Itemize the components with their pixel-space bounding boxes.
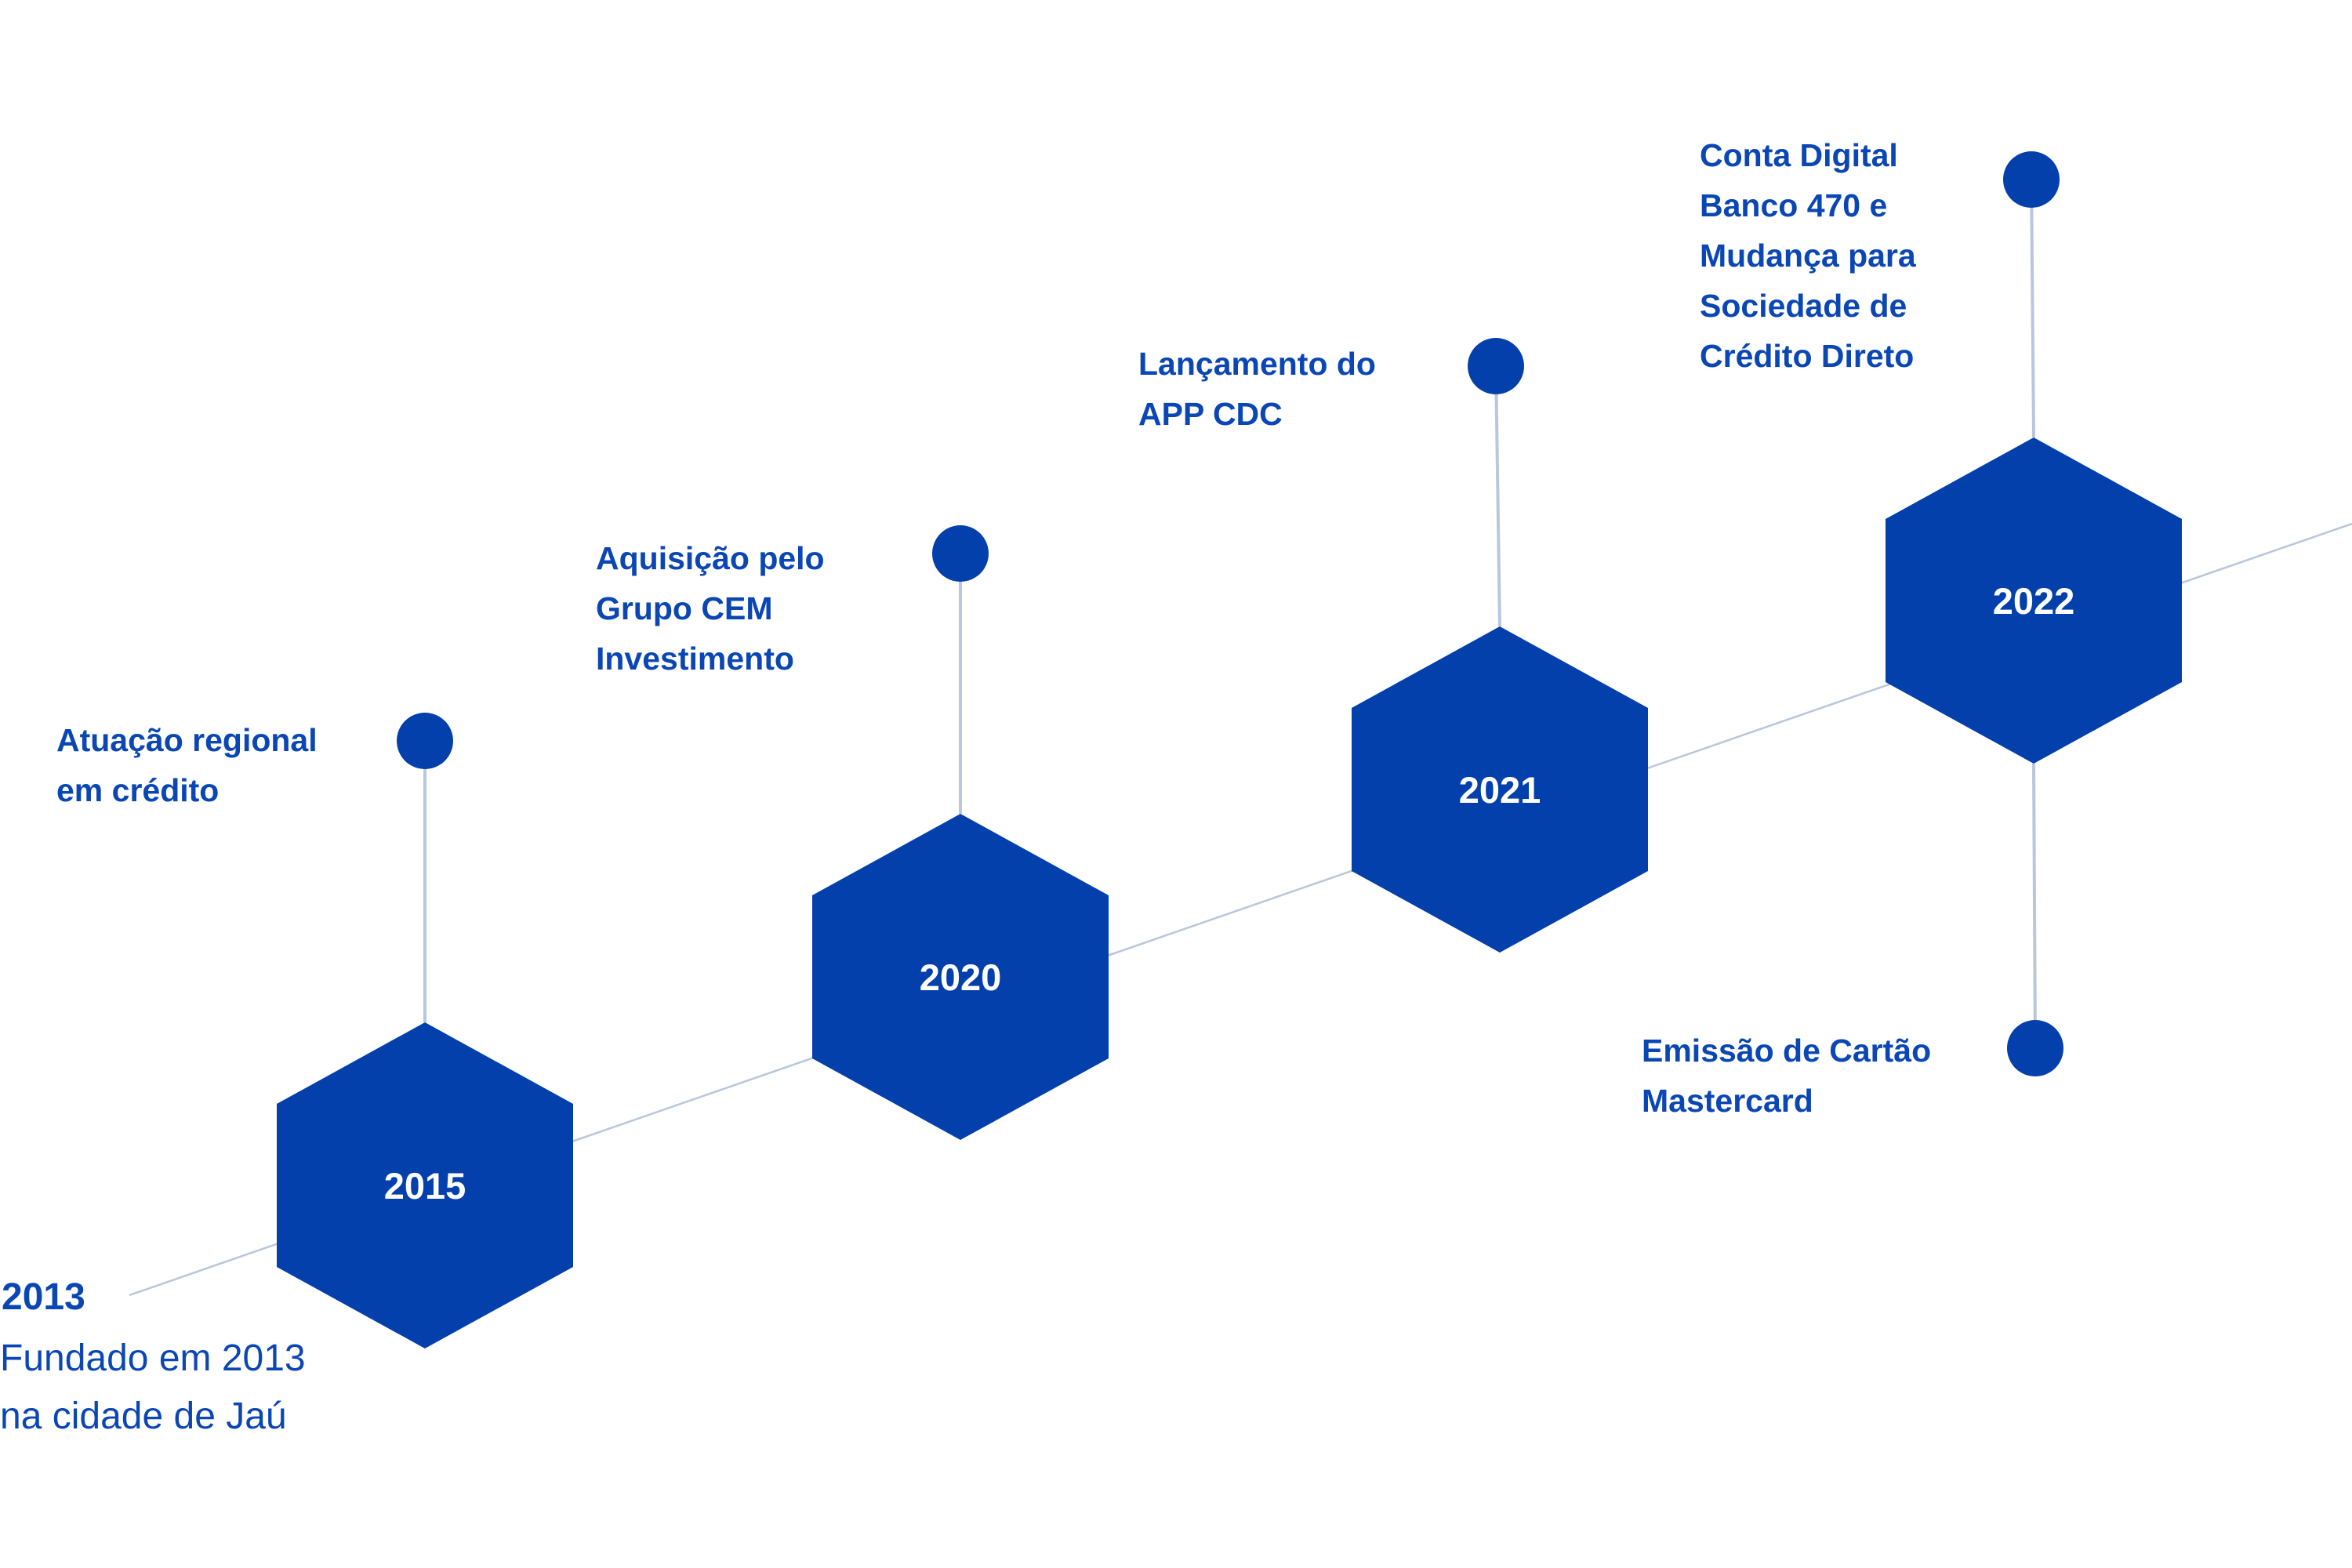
label-line: APP CDC [1138,396,1283,432]
milestone-hexagon [1886,437,2182,764]
label-line: Mastercard [1642,1083,1813,1119]
milestone-hexagon [1352,626,1648,953]
milestone-connector [2030,179,2035,438]
founding-description-line: Fundado em 2013 [0,1338,306,1379]
mastercard-dot [2007,1020,2063,1076]
milestone-hexagon [812,814,1109,1140]
milestone-dot [2003,151,2060,208]
label-line: Atuação regional [56,722,318,758]
label-line: Banco 470 e [1700,187,1888,223]
milestone-year-label: 2022 [1993,580,2075,622]
milestone-2020-label: Aquisição pelo Grupo CEM Investimento [596,533,825,684]
label-line: Lançamento do [1138,346,1376,382]
label-line: Grupo CEM [596,590,773,626]
founding-description: Fundado em 2013 na cidade de Jaú [0,1330,306,1446]
milestone-mastercard-label: Emissão de Cartão Mastercard [1642,1025,1931,1126]
label-line: Mudança para [1700,238,1916,274]
milestone-dot [397,713,453,769]
milestone-year-label: 2015 [384,1165,466,1207]
founding-year: 2013 [2,1276,85,1318]
label-line: Investimento [596,641,794,677]
milestone-dot [932,525,989,582]
milestone-year-label: 2020 [920,956,1002,998]
mastercard-connector [2032,763,2037,1049]
milestone-2022-label: Conta Digital Banco 470 e Mudança para S… [1700,130,1916,381]
label-line: Crédito Direto [1700,338,1915,374]
label-line: Conta Digital [1700,137,1898,173]
label-line: Emissão de Cartão [1642,1033,1932,1069]
milestone-year-label: 2021 [1459,769,1541,811]
milestone-2015-label: Atuação regional em crédito [56,715,318,815]
milestone-2021-label: Lançamento do APP CDC [1138,339,1376,439]
milestone-connector [1494,365,1501,627]
label-line: Sociedade de [1700,288,1907,324]
label-line: em crédito [56,772,220,808]
label-line: Aquisição pelo [596,540,825,576]
founding-description-line: na cidade de Jaú [0,1396,287,1437]
milestone-dot [1468,338,1524,394]
milestone-hexagon [277,1022,573,1348]
